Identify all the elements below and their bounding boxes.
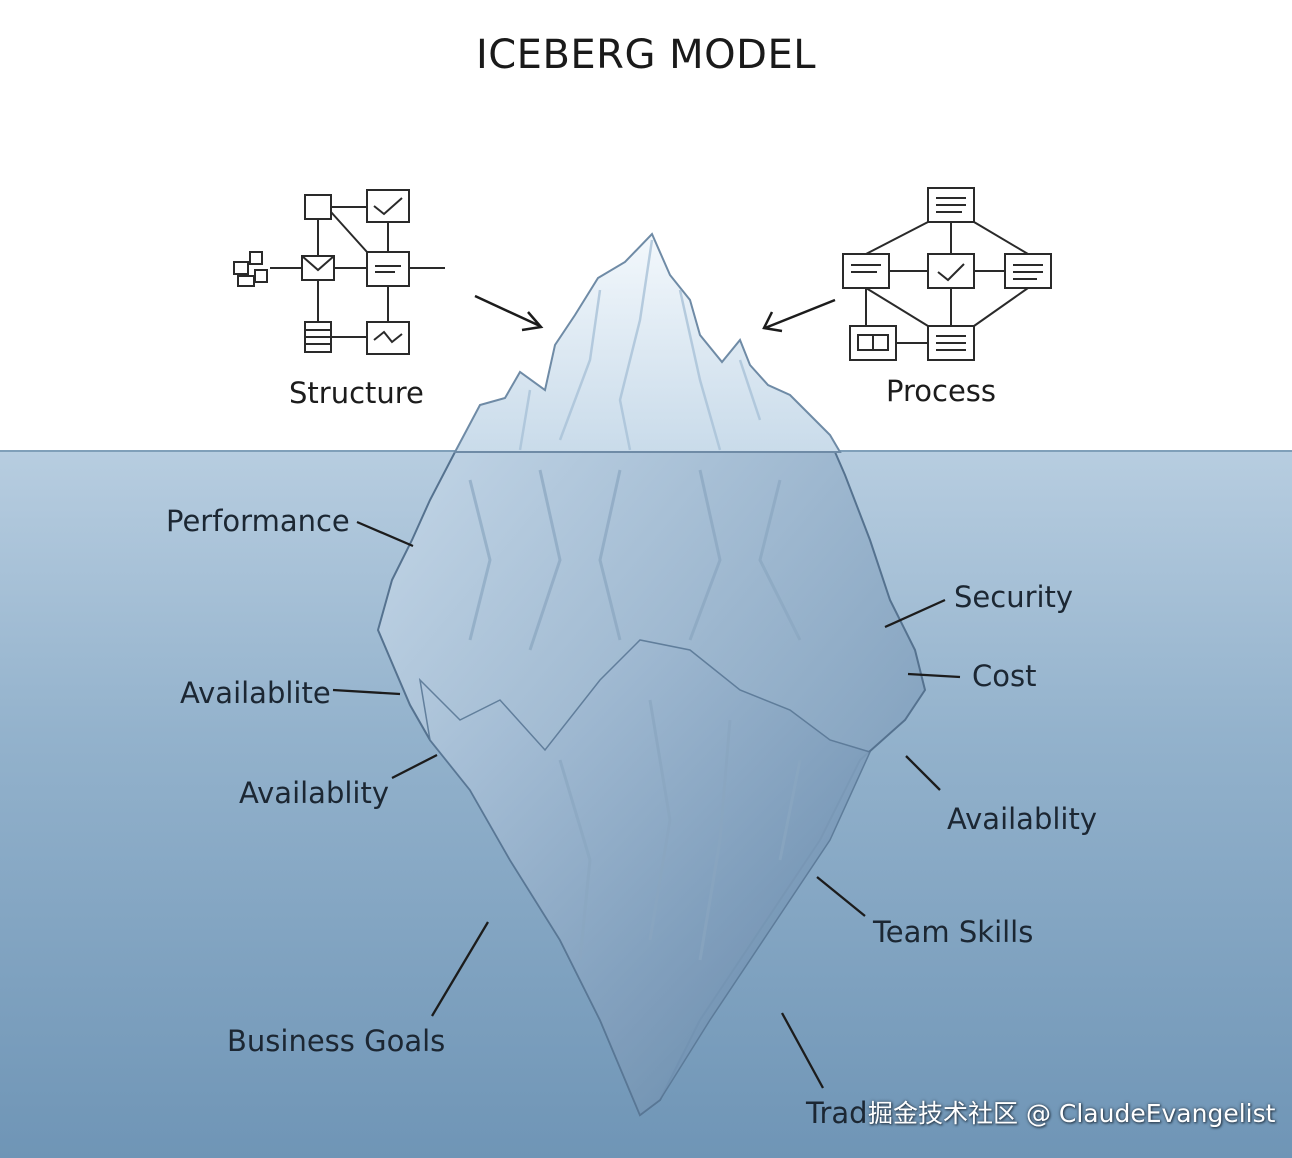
watermark: 掘金技术社区 @ ClaudeEvangelist	[868, 1099, 1276, 1128]
flowchart-icon	[233, 189, 445, 355]
label-security: Security	[954, 580, 1074, 614]
iceberg-texture	[468, 469, 802, 961]
label-business-goals: Business Goals	[227, 1024, 446, 1058]
page-title: ICEBERG MODEL	[475, 32, 817, 78]
label-availablity-left: Availablity	[239, 776, 390, 810]
arrow-icon	[474, 294, 836, 333]
label-availablite: Availablite	[180, 676, 331, 710]
label-availablity-right: Availablity	[947, 802, 1098, 836]
process-diagram-icon	[842, 187, 1052, 361]
tip-texture	[518, 239, 762, 451]
label-cost: Cost	[972, 659, 1037, 693]
iceberg-tip	[453, 232, 842, 453]
leader-lines	[332, 520, 961, 1089]
process-caption: Process	[886, 374, 997, 408]
label-performance: Performance	[166, 504, 350, 538]
iceberg-underwater-lower	[418, 639, 872, 1117]
label-team-skills: Team Skills	[873, 915, 1034, 949]
structure-caption: Structure	[289, 376, 424, 410]
label-tradeoffs: Trad	[806, 1096, 868, 1130]
